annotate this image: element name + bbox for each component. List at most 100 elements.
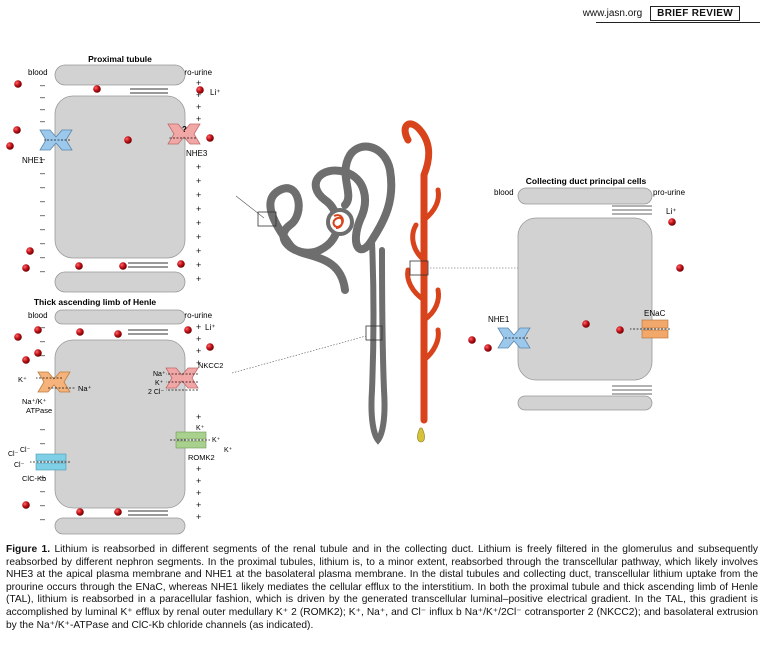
svg-text:+: +: [196, 358, 201, 368]
svg-text:+: +: [196, 412, 201, 422]
urine-drop: [417, 427, 425, 443]
svg-text:–: –: [40, 514, 45, 524]
nkcc2-label: NKCC2: [198, 361, 223, 370]
enac-channel: [641, 329, 669, 339]
svg-text:–: –: [40, 500, 45, 510]
svg-text:–: –: [40, 424, 45, 434]
clc-kb-channel: [35, 462, 67, 471]
svg-text:–: –: [40, 252, 45, 262]
svg-text:–: –: [40, 238, 45, 248]
svg-text:+: +: [196, 218, 201, 228]
romk-k1-label: K⁺: [196, 425, 205, 432]
svg-text:+: +: [196, 162, 201, 172]
glomerulus-capsule: [326, 208, 354, 236]
clc-cl1-label: Cl⁻: [8, 451, 19, 458]
nephron-proximal: [266, 142, 396, 294]
proximal-li-label: Li⁺: [210, 88, 220, 97]
duct-branch: [421, 327, 441, 363]
nephron-illustration: [231, 120, 520, 445]
enac-label: ENaC: [644, 309, 666, 318]
nhe3-transporter: [167, 123, 201, 145]
nkcc-na-label: Na⁺: [153, 371, 166, 378]
atpase-label: Na⁺/K⁺: [22, 397, 47, 406]
svg-text:+: +: [196, 114, 201, 124]
svg-text:–: –: [40, 168, 45, 178]
tal-prourine-label: pro-urine: [180, 311, 213, 320]
svg-text:+: +: [196, 346, 201, 356]
proximal-prourine-label: pro-urine: [180, 68, 213, 77]
svg-text:–: –: [40, 196, 45, 206]
section-tag: BRIEF REVIEW: [650, 6, 740, 21]
enac-channel: [641, 319, 669, 329]
svg-text:–: –: [40, 210, 45, 220]
nhe3-label: NHE3: [186, 149, 208, 158]
romk2-channel: [175, 440, 207, 449]
duct-branch: [421, 187, 441, 223]
svg-text:+: +: [196, 274, 201, 284]
svg-text:+: +: [196, 488, 201, 498]
svg-text:–: –: [40, 266, 45, 276]
cd-prourine-label: pro-urine: [653, 188, 686, 197]
nkcc2-transporter: [165, 367, 199, 389]
svg-text:–: –: [40, 116, 45, 126]
proximal-charges: –––– –––– ––––– ++++ ++++ +++++: [40, 78, 201, 284]
svg-text:–: –: [40, 350, 45, 360]
clc-kb-channel: [35, 453, 67, 462]
caption-text: Lithium is reabsorbed in different segme…: [6, 544, 758, 631]
duct-branch: [410, 222, 427, 263]
svg-text:–: –: [40, 472, 45, 482]
svg-text:+: +: [196, 334, 201, 344]
svg-text:–: –: [40, 92, 45, 102]
callout-line: [235, 195, 265, 219]
tal-title: Thick ascending limb of Henle: [34, 297, 157, 307]
duct-branch: [421, 287, 441, 323]
svg-text:+: +: [196, 90, 201, 100]
lithium-ions: [468, 218, 684, 352]
duct-branch: [405, 267, 427, 303]
callout-line: [231, 335, 367, 374]
svg-text:–: –: [40, 438, 45, 448]
proximal-title: Proximal tubule: [88, 54, 152, 64]
nhe1-label: NHE1: [22, 156, 44, 165]
tal-blood-label: blood: [28, 311, 48, 320]
collecting-duct: [401, 120, 433, 424]
cd-blood-label: blood: [494, 188, 514, 197]
header-rule: [596, 22, 760, 23]
proximal-bottom-cell: [54, 271, 186, 293]
proximal-cell: [54, 95, 186, 259]
cd-title: Collecting duct principal cells: [526, 176, 647, 186]
journal-site: www.jasn.org: [582, 8, 643, 19]
callout-box: [365, 325, 383, 341]
atpase-k-label: K⁺: [18, 375, 27, 384]
romk-k3-label: K⁺: [224, 447, 233, 454]
lithium-ions: [6, 80, 214, 272]
svg-text:+: +: [196, 78, 201, 88]
svg-text:+: +: [196, 232, 201, 242]
svg-text:+: +: [196, 464, 201, 474]
cd-li-label: Li⁺: [666, 207, 676, 216]
clc-kb-label: ClC-Kb: [22, 474, 46, 483]
cd-top-cell: [517, 187, 653, 205]
tal-cell: [54, 339, 186, 509]
nkcc-cl-label: 2 Cl⁻: [148, 389, 164, 396]
cd-bottom-cell: [517, 395, 653, 411]
cd-panel: Collecting duct principal cells blood pr…: [468, 176, 686, 411]
nhe3-question: ?: [182, 125, 187, 134]
tal-top-cell: [54, 309, 186, 325]
svg-text:+: +: [196, 102, 201, 112]
svg-text:+: +: [196, 500, 201, 510]
romk2-label: ROMK2: [188, 453, 215, 462]
clc-cl3-label: Cl⁻: [14, 462, 25, 469]
nkcc-k-label: K⁺: [155, 380, 164, 387]
svg-text:–: –: [40, 182, 45, 192]
svg-text:+: +: [196, 246, 201, 256]
svg-text:–: –: [40, 224, 45, 234]
cd-nhe1-label: NHE1: [488, 315, 510, 324]
caption-label: Figure 1.: [6, 544, 51, 555]
svg-text:+: +: [196, 176, 201, 186]
tal-bottom-cell: [54, 517, 186, 535]
svg-text:+: +: [196, 476, 201, 486]
svg-text:+: +: [196, 322, 201, 332]
callout-box: [257, 211, 277, 227]
romk2-channel: [175, 431, 207, 440]
